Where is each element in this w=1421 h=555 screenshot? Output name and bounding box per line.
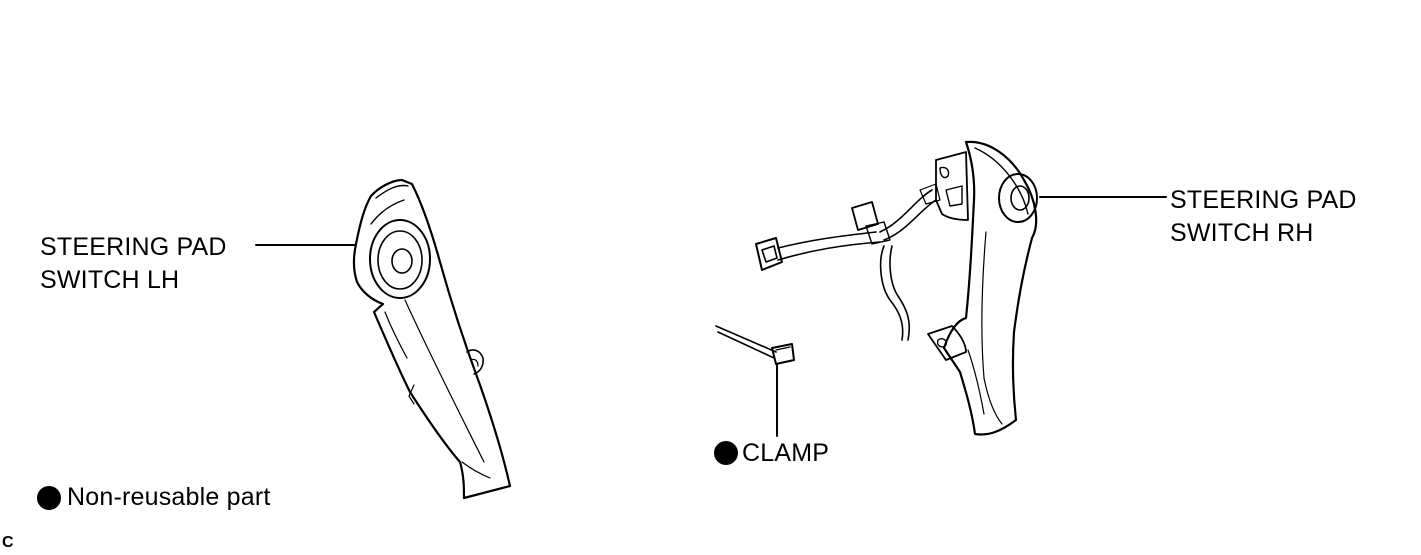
- clamp-label: CLAMP: [742, 439, 830, 467]
- rh-label-line1: STEERING PAD: [1170, 186, 1357, 214]
- rh-label-line2: SWITCH RH: [1170, 219, 1314, 247]
- steering-pad-switch-rh-drawing: [755, 140, 1038, 436]
- non-reusable-marker-icon: [714, 441, 738, 465]
- figure-code: C: [2, 534, 14, 551]
- steering-pad-switch-rh-label: STEERING PAD SWITCH RH: [1170, 184, 1357, 250]
- steering-pad-switch-lh-drawing: [352, 178, 512, 500]
- lh-label-line2: SWITCH LH: [40, 266, 180, 294]
- steering-pad-switch-lh-label: STEERING PAD SWITCH LH: [40, 231, 227, 297]
- legend-marker-icon: [37, 486, 61, 510]
- legend-text: Non-reusable part: [67, 483, 271, 511]
- clamp-drawing: [715, 325, 795, 365]
- lh-label-line1: STEERING PAD: [40, 233, 227, 261]
